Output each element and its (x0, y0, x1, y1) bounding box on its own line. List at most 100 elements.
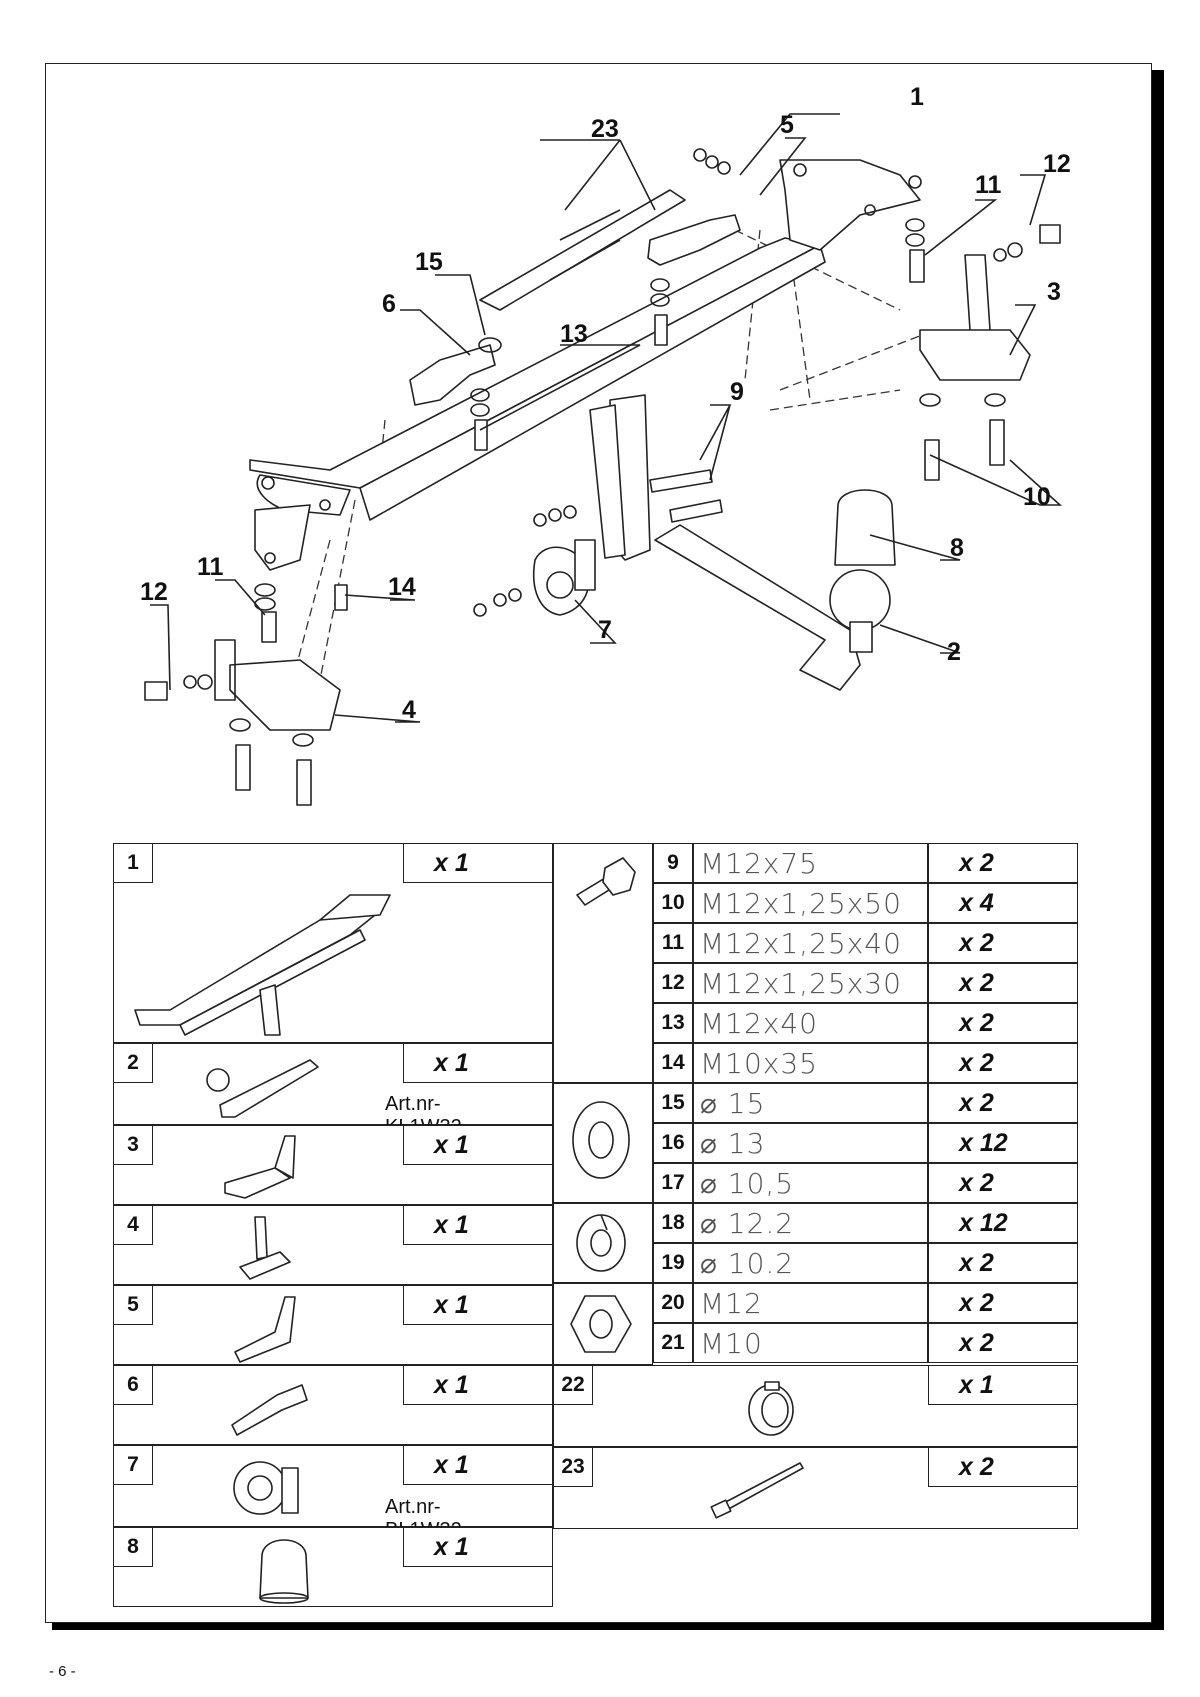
part-qty: x 2 (928, 1447, 1078, 1487)
bracket-5-thumbnail (234, 1296, 296, 1363)
part-qty: x 1 (403, 1365, 553, 1405)
part-number: 12 (653, 963, 693, 1003)
bracket-left-part (214, 639, 341, 731)
part-number: 1 (113, 843, 153, 883)
part-qty: x 1 (403, 1043, 553, 1083)
part-number: 10 (653, 883, 693, 923)
part-number: 9 (653, 843, 693, 883)
part-qty: x 1 (403, 1527, 553, 1567)
part-qty: x 1 (403, 1285, 553, 1325)
part-qty: x 2 (928, 1283, 1078, 1323)
callout-3: 3 (1047, 278, 1061, 306)
bolt-icon (576, 857, 636, 906)
fastener-spec: ⌀ 10.2 (693, 1243, 928, 1283)
callout-6: 6 (382, 290, 396, 318)
part-qty: x 1 (403, 1205, 553, 1245)
part-qty: x 2 (928, 1163, 1078, 1203)
part-qty: x 2 (928, 1043, 1078, 1083)
ball-cap-part (834, 489, 896, 566)
cable-tie-icon (710, 1462, 804, 1519)
tow-bar-thumbnail (206, 1059, 319, 1118)
part-qty: x 1 (403, 843, 553, 883)
callout-8: 8 (950, 534, 964, 562)
part-qty: x 2 (928, 1243, 1078, 1283)
fastener-spec: ⌀ 15 (693, 1083, 928, 1123)
fastener-spec: M10 (693, 1323, 928, 1363)
part-number: 11 (653, 923, 693, 963)
part-number: 6 (113, 1365, 153, 1405)
page-number: - 6 - (49, 1663, 76, 1680)
fastener-spec: ⌀ 10,5 (693, 1163, 928, 1203)
fastener-spec: M12x1,25x30 (693, 963, 928, 1003)
spring-washer-icon (576, 1214, 626, 1272)
bracket-6-thumbnail (231, 1384, 308, 1436)
part-qty: x 12 (928, 1123, 1078, 1163)
part-number: 8 (113, 1527, 153, 1567)
callout-4: 4 (402, 696, 416, 724)
fastener-spec: M12x1,25x40 (693, 923, 928, 963)
callout-11-left: 11 (197, 553, 224, 581)
callout-13: 13 (560, 320, 588, 348)
bracket-left-thumbnail (239, 1216, 291, 1280)
callout-leaders (150, 113, 1063, 723)
part-number: 3 (113, 1125, 153, 1165)
callout-7: 7 (598, 616, 612, 644)
bracket-right-thumbnail (224, 1135, 296, 1199)
part-number: 5 (113, 1285, 153, 1325)
part-number: 2 (113, 1043, 153, 1083)
part-number: 16 (653, 1123, 693, 1163)
nut-icon (570, 1295, 632, 1353)
fastener-spec: ⌀ 13 (693, 1123, 928, 1163)
part-number: 7 (113, 1445, 153, 1485)
fastener-spec: M12 (693, 1283, 928, 1323)
part-number: 18 (653, 1203, 693, 1243)
fastener-spec: M12x1,25x50 (693, 883, 928, 923)
callout-23: 23 (591, 115, 619, 143)
part-qty: x 2 (928, 963, 1078, 1003)
callout-10: 10 (1023, 483, 1051, 511)
bracket-5-part (647, 214, 741, 266)
fastener-spec: M12x75 (693, 843, 928, 883)
part-qty: x 1 (928, 1365, 1078, 1405)
fasteners (144, 148, 1061, 806)
part-qty: x 4 (928, 883, 1078, 923)
part-number: 23 (553, 1447, 593, 1487)
tow-bar-part (654, 524, 891, 691)
socket-plate-part (533, 539, 596, 616)
part-qty: x 1 (403, 1125, 553, 1165)
crossbar-part (249, 159, 922, 571)
callout-12: 12 (1043, 150, 1071, 178)
part-qty: x 2 (928, 843, 1078, 883)
callout-12-left: 12 (140, 578, 168, 606)
fastener-spec: M10x35 (693, 1043, 928, 1083)
socket-plate-thumbnail (233, 1461, 299, 1515)
part-number: 22 (553, 1365, 593, 1405)
part-number: 13 (653, 1003, 693, 1043)
bracket-6-part (409, 344, 496, 406)
part-number: 19 (653, 1243, 693, 1283)
washer-icon (572, 1101, 630, 1179)
cable-clamp-icon (748, 1381, 794, 1436)
part-number: 20 (653, 1283, 693, 1323)
part-number: 4 (113, 1205, 153, 1245)
part-number: 21 (653, 1323, 693, 1363)
callout-5: 5 (780, 111, 794, 139)
callout-14: 14 (388, 573, 416, 601)
strap-23-part (479, 189, 686, 311)
callout-11: 11 (975, 171, 1002, 199)
part-qty: x 1 (403, 1445, 553, 1485)
bracket-right-part (919, 254, 1031, 381)
part-qty: x 2 (928, 1323, 1078, 1363)
fastener-spec: ⌀ 12.2 (693, 1203, 928, 1243)
ball-cap-thumbnail (259, 1539, 309, 1604)
callout-1: 1 (910, 83, 924, 111)
part-qty: x 2 (928, 1083, 1078, 1123)
exploded-assembly-drawing: 1 2 3 4 5 6 7 8 9 10 11 12 13 14 15 23 1… (140, 83, 1071, 806)
callout-15: 15 (415, 248, 443, 276)
part-qty: x 2 (928, 923, 1078, 963)
callout-2: 2 (947, 638, 961, 666)
crossbar-thumbnail (134, 894, 391, 1036)
part-number: 15 (653, 1083, 693, 1123)
part-qty: x 12 (928, 1203, 1078, 1243)
fastener-spec: M12x40 (693, 1003, 928, 1043)
